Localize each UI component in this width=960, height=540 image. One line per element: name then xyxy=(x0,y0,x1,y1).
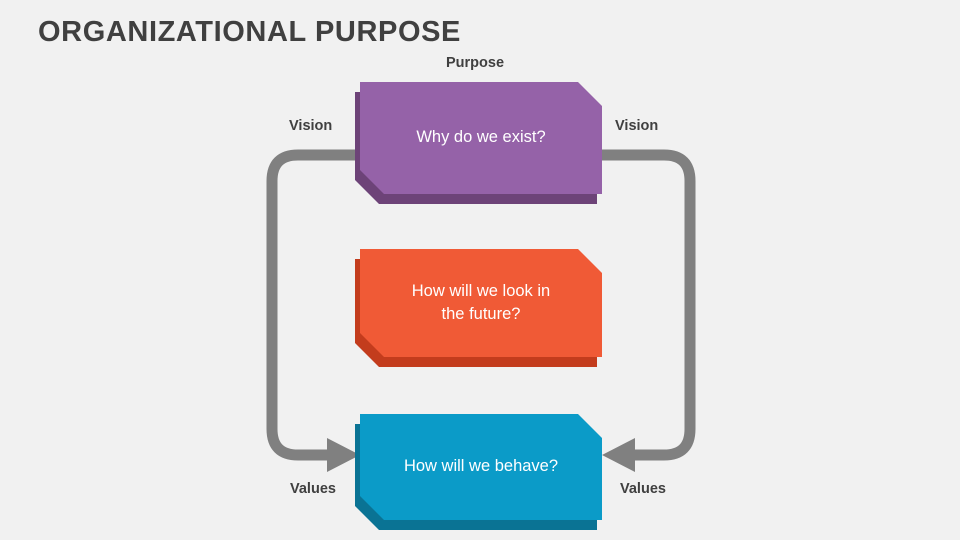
node-purpose-label: Why do we exist? xyxy=(416,128,546,147)
arrow-right-vision-values xyxy=(602,149,696,472)
node-vision[interactable]: How will we look in the future? xyxy=(360,249,602,357)
node-values-label: How will we behave? xyxy=(403,457,559,476)
page-title: ORGANIZATIONAL PURPOSE xyxy=(38,16,461,48)
node-values[interactable]: How will we behave? xyxy=(360,414,602,520)
node-vision-label-line2: the future? xyxy=(441,305,521,323)
caption-values-right: Values xyxy=(620,481,666,497)
node-values-body: How will we behave? xyxy=(360,414,602,520)
node-vision-body: How will we look in the future? xyxy=(360,249,602,357)
caption-vision-right: Vision xyxy=(615,118,659,134)
caption-vision-left: Vision xyxy=(289,118,333,134)
arrow-left-vision-values xyxy=(266,149,360,472)
node-purpose-body: Why do we exist? xyxy=(360,82,602,194)
caption-purpose: Purpose xyxy=(446,55,505,71)
node-vision-label-line1: How will we look in xyxy=(411,281,551,300)
caption-values-left: Values xyxy=(290,481,336,497)
node-purpose[interactable]: Why do we exist? xyxy=(360,82,602,194)
node-vision-label: How will we look in the future? xyxy=(412,280,550,327)
